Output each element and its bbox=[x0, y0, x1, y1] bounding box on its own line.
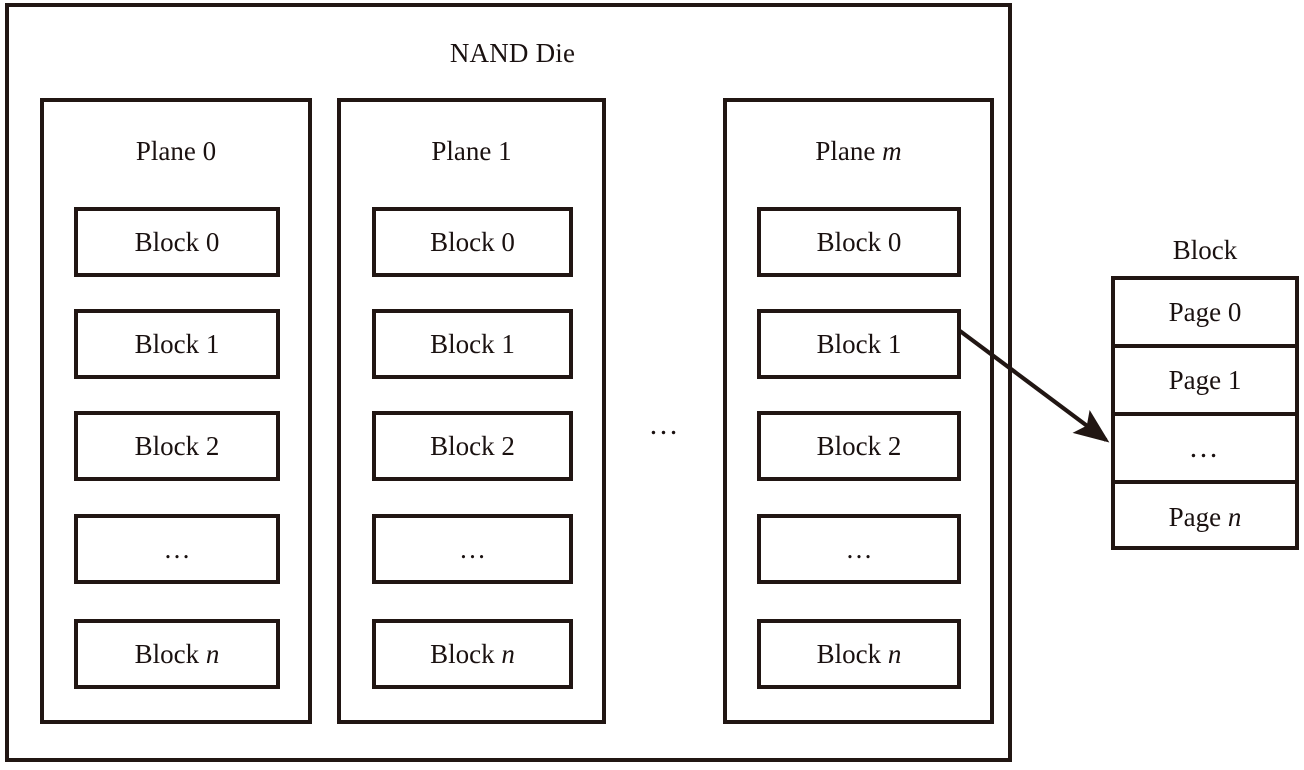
block-cell: Block n bbox=[74, 619, 280, 689]
block-cell: Block 0 bbox=[757, 207, 961, 277]
block-cell: Block 2 bbox=[372, 411, 573, 481]
block-cell: Block 2 bbox=[757, 411, 961, 481]
block-label: Block n bbox=[816, 639, 902, 669]
plane-box-1: Plane 1 Block 0 Block 1 Block 2 … Block … bbox=[337, 98, 606, 724]
block-cell: Block 0 bbox=[372, 207, 573, 277]
block-label: Block n bbox=[134, 639, 220, 669]
page-row: Page 1 bbox=[1115, 348, 1295, 416]
page-row-ellipsis: … bbox=[1115, 416, 1295, 484]
detail-block-box: Page 0 Page 1 … Page n bbox=[1111, 276, 1299, 550]
block-cell-highlighted: Block 1 bbox=[757, 309, 961, 379]
plane-label: Plane m bbox=[815, 136, 902, 166]
block-cell-ellipsis: … bbox=[372, 514, 573, 584]
block-cell: Block 2 bbox=[74, 411, 280, 481]
nand-die-title: NAND Die bbox=[449, 38, 576, 68]
block-cell: Block 1 bbox=[372, 309, 573, 379]
block-cell: Block 1 bbox=[74, 309, 280, 379]
block-cell-ellipsis: … bbox=[757, 514, 961, 584]
block-cell: Block n bbox=[372, 619, 573, 689]
detail-block-title: Block bbox=[1172, 235, 1238, 265]
plane-box-0: Plane 0 Block 0 Block 1 Block 2 … Block … bbox=[40, 98, 312, 724]
block-cell: Block n bbox=[757, 619, 961, 689]
nand-die-box: NAND Die Plane 0 Block 0 Block 1 Block 2… bbox=[5, 3, 1012, 762]
plane-gap-ellipsis: … bbox=[648, 408, 682, 441]
page-row: Page 0 bbox=[1115, 280, 1295, 348]
plane-box-m: Plane m Block 0 Block 1 Block 2 … Block … bbox=[723, 98, 994, 724]
block-cell-ellipsis: … bbox=[74, 514, 280, 584]
block-cell: Block 0 bbox=[74, 207, 280, 277]
block-label: Block n bbox=[430, 639, 515, 669]
page-row: Page n bbox=[1115, 484, 1295, 550]
page-label: Page n bbox=[1168, 502, 1242, 532]
plane-title-0: Plane 0 bbox=[135, 136, 217, 166]
plane-title-1: Plane 1 bbox=[431, 136, 512, 166]
plane-title-m: Plane m bbox=[727, 135, 990, 167]
